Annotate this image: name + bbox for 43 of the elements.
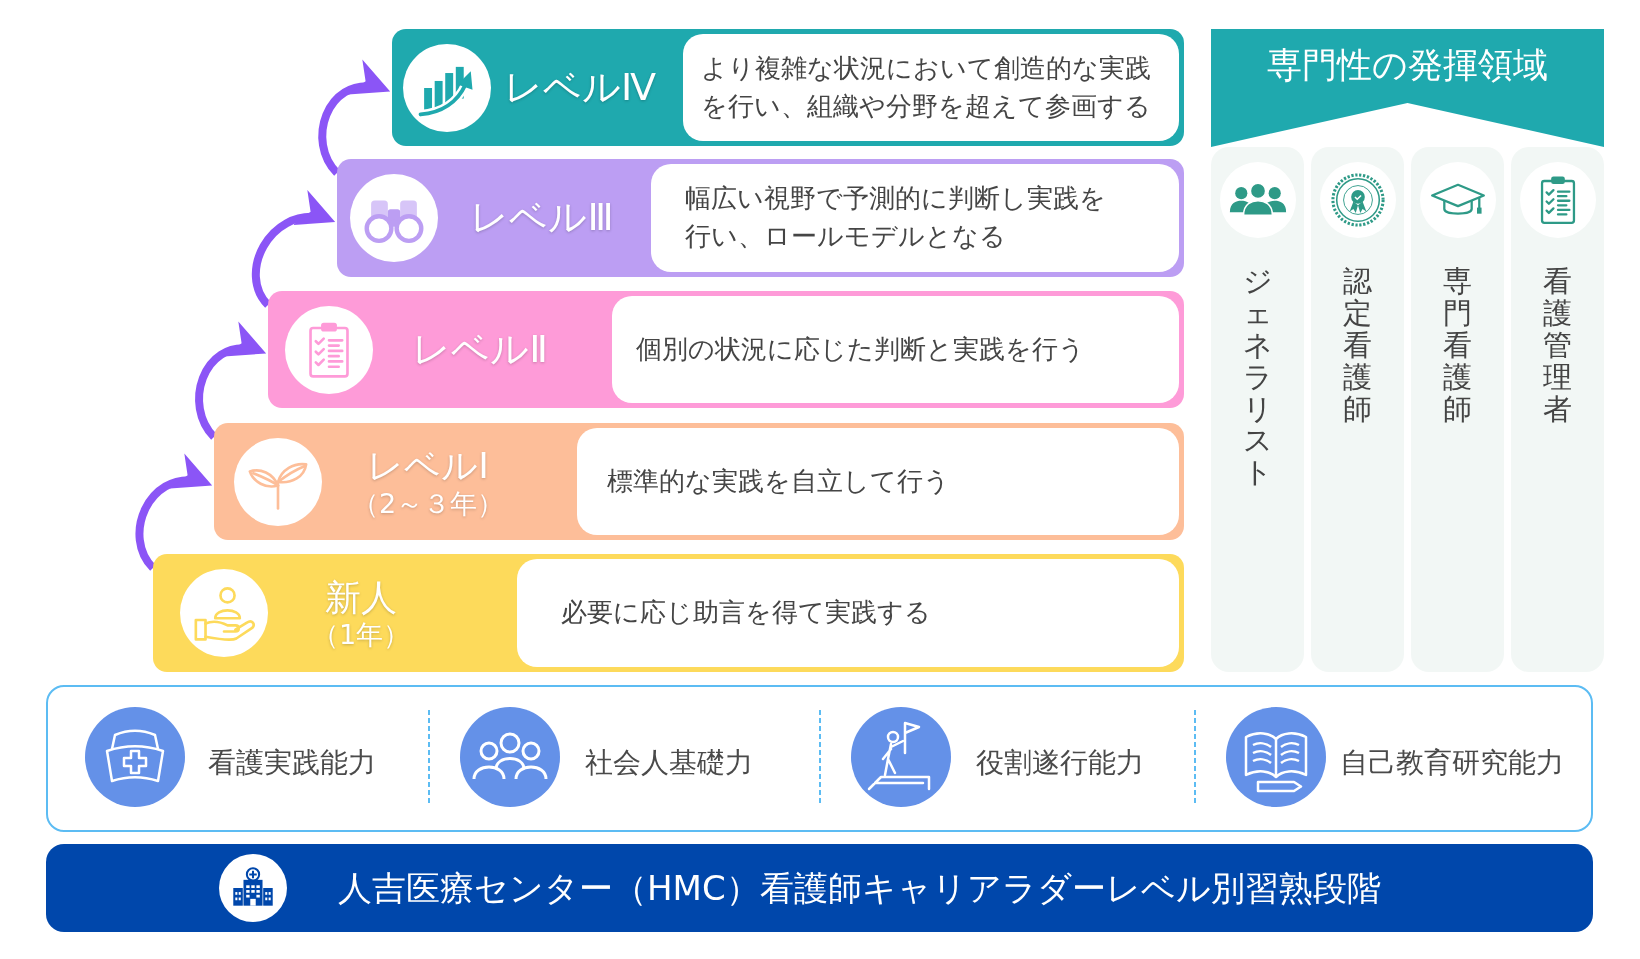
competency-label: 役割遂行能力	[976, 745, 1144, 781]
column-label: 専門看護師	[1443, 266, 1472, 426]
level-title: レベルⅢ	[470, 195, 614, 241]
curved-arrow	[195, 324, 267, 440]
level-title: レベルⅠ	[367, 444, 489, 488]
description-text: より複雑な状況において創造的な実践を行い、組織や分野を超えて参画する	[701, 51, 1152, 123]
level-bar	[337, 159, 1184, 277]
competency-label: 看護実践能力	[208, 745, 376, 781]
column-label: 看護管理者	[1543, 266, 1572, 426]
level-title: レベルⅣ	[503, 64, 657, 111]
column-label: ジェネラリスト	[1243, 266, 1272, 490]
curved-arrow	[318, 62, 391, 176]
title-banner	[46, 844, 1593, 932]
column-label: 認定看護師	[1343, 266, 1372, 426]
banner-title: 人吉医療センター（HMC）看護師キャリアラダーレベル別習熟段階	[338, 867, 1381, 910]
category-column	[1211, 147, 1304, 672]
curved-arrow	[251, 193, 336, 308]
competency-panel	[46, 685, 1593, 832]
description-box	[517, 559, 1179, 667]
level-title: レベルⅡ	[412, 326, 548, 373]
description-box	[577, 428, 1179, 535]
description-box	[651, 164, 1179, 272]
level-period: （1年）	[311, 619, 411, 651]
description-text: 幅広い視野で予測的に判断し実践を行い、ロールモデルとなる	[685, 182, 1107, 253]
level-bar	[268, 291, 1184, 408]
competency-label: 社会人基礎力	[585, 745, 753, 781]
level-period: （2～３年）	[351, 487, 505, 519]
category-column	[1511, 147, 1604, 672]
level-bar	[392, 29, 1184, 146]
description-box	[612, 296, 1179, 403]
description-text: 個別の状況に応じた判断と実践を行う	[636, 332, 1085, 366]
level-title: 新人	[325, 575, 397, 620]
section-header	[1211, 29, 1604, 147]
curved-arrow	[135, 456, 213, 571]
level-bar	[153, 554, 1184, 672]
description-box	[683, 34, 1179, 141]
description-text: 必要に応じ助言を得て実践する	[561, 596, 931, 630]
competency-label: 自己教育研究能力	[1340, 745, 1564, 781]
level-bar	[214, 423, 1184, 540]
category-column	[1411, 147, 1504, 672]
header-title: 専門性の発揮領域	[1267, 44, 1548, 86]
description-text: 標準的な実践を自立して行う	[607, 464, 950, 498]
category-column	[1311, 147, 1404, 672]
